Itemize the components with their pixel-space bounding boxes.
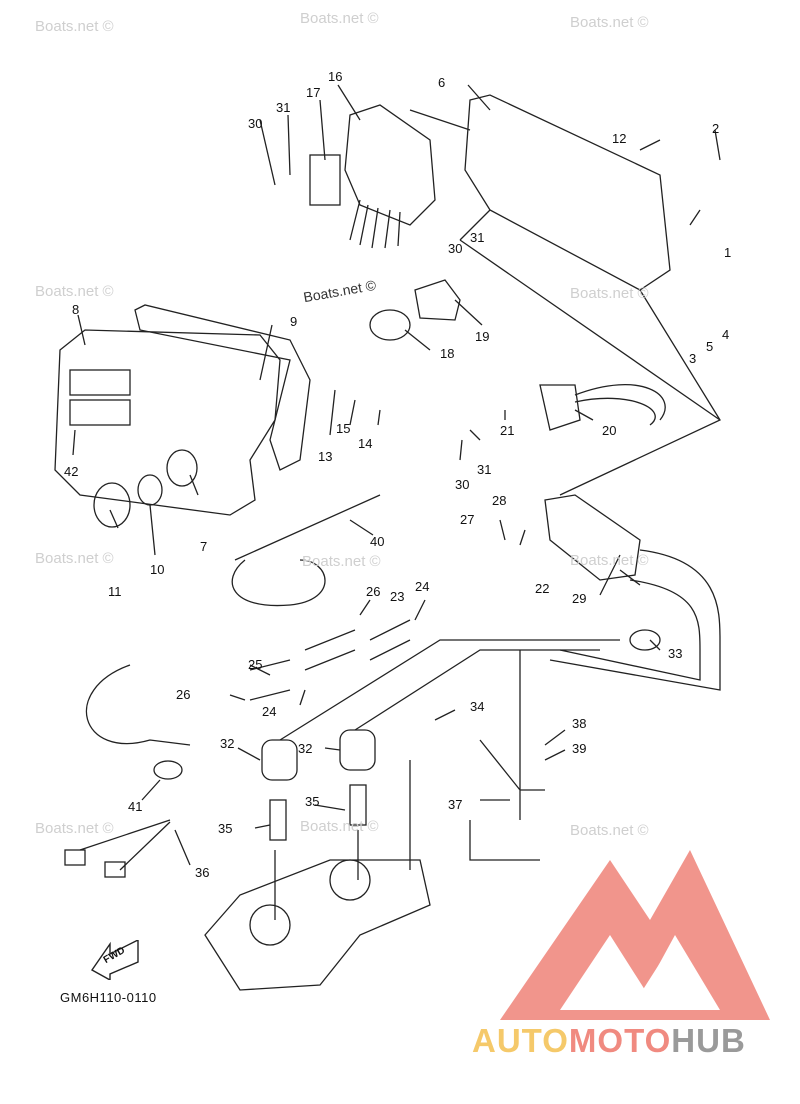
- watermark: Boats.net ©: [35, 550, 114, 567]
- callout-2: 2: [712, 121, 720, 136]
- callout-40: 40: [370, 534, 385, 549]
- callout-1: 1: [724, 245, 732, 260]
- callout-3: 3: [689, 351, 697, 366]
- cylinder-head: [204, 859, 431, 991]
- callout-24-top: 24: [415, 579, 430, 594]
- callout-14: 14: [358, 436, 373, 451]
- plug-cap-right: [339, 729, 376, 771]
- spark-plug-left: [269, 799, 287, 841]
- watermark: Boats.net ©: [570, 14, 649, 31]
- callout-21: 21: [500, 423, 515, 438]
- watermark: Boats.net ©: [570, 552, 649, 569]
- callout-7: 7: [200, 539, 208, 554]
- callout-31-mid: 31: [470, 230, 485, 245]
- callout-31-bottom: 31: [477, 462, 492, 477]
- callout-26-top: 26: [366, 584, 381, 599]
- ignition-coil: [544, 494, 641, 581]
- callout-32-left: 32: [220, 736, 235, 751]
- plug-cap-left: [261, 739, 298, 781]
- cdi-bracket: [309, 154, 341, 206]
- cap-seal: [137, 474, 163, 506]
- callout-12: 12: [612, 131, 627, 146]
- watermark: Boats.net ©: [570, 822, 649, 839]
- gasket: [134, 304, 311, 471]
- callout-42: 42: [64, 464, 79, 479]
- watermark: Boats.net ©: [570, 285, 649, 302]
- callout-31-top: 31: [276, 100, 291, 115]
- callout-23: 23: [390, 589, 405, 604]
- fwd-arrow-icon: [90, 940, 139, 980]
- callout-5: 5: [706, 339, 714, 354]
- filler-cap: [93, 482, 131, 528]
- callout-15: 15: [336, 421, 351, 436]
- throttle-sensor-rod: [479, 650, 545, 820]
- callout-6: 6: [438, 75, 446, 90]
- electrical-box: [409, 94, 721, 496]
- cover-cap-seat: [166, 449, 198, 487]
- callout-18: 18: [440, 346, 455, 361]
- brand-part-moto: MOTO: [568, 1022, 672, 1059]
- callout-4: 4: [722, 327, 730, 342]
- watermark: Boats.net ©: [300, 818, 379, 835]
- callout-30-mid: 30: [448, 241, 463, 256]
- callout-39: 39: [572, 741, 587, 756]
- watermark: Boats.net ©: [300, 10, 379, 27]
- callout-8: 8: [72, 302, 80, 317]
- callout-35-right: 35: [305, 794, 320, 809]
- connector-2: [104, 861, 126, 878]
- callout-20: 20: [602, 423, 617, 438]
- callout-34: 34: [470, 699, 485, 714]
- brand-part-hub: HUB: [671, 1022, 746, 1059]
- hose-23a: [304, 629, 356, 671]
- callout-17: 17: [306, 85, 321, 100]
- brand-wordmark: AUTOMOTOHUB: [472, 1022, 746, 1060]
- engine-cover: [54, 329, 281, 516]
- harness-loop: [85, 664, 191, 746]
- brand-part-auto: AUTO: [472, 1022, 569, 1059]
- watermark: Boats.net ©: [35, 18, 114, 35]
- callout-41: 41: [128, 799, 143, 814]
- callout-24-bottom: 24: [262, 704, 277, 719]
- watermark: Boats.net ©: [35, 820, 114, 837]
- callout-32-right: 32: [298, 741, 313, 756]
- wire-harness: [231, 494, 381, 607]
- relay: [369, 309, 411, 341]
- callout-16: 16: [328, 69, 343, 84]
- callout-19: 19: [475, 329, 490, 344]
- callout-9: 9: [290, 314, 298, 329]
- callout-37: 37: [448, 797, 463, 812]
- automotohub-logo-icon: [500, 850, 770, 1020]
- sensor-20: [539, 384, 581, 431]
- watermark: Boats.net ©: [302, 553, 381, 570]
- module-19: [414, 279, 461, 321]
- hose-23b: [369, 619, 411, 661]
- callout-27: 27: [460, 512, 475, 527]
- callout-38: 38: [572, 716, 587, 731]
- connector-1: [64, 849, 86, 866]
- callout-36: 36: [195, 865, 210, 880]
- connector-wires: [79, 819, 171, 871]
- cdi-unit: [309, 104, 436, 249]
- callout-11: 11: [108, 584, 122, 599]
- clamp-41: [153, 760, 183, 780]
- callout-26-bottom: 26: [176, 687, 191, 702]
- callout-25: 25: [248, 657, 263, 672]
- callout-33: 33: [668, 646, 683, 661]
- callout-28: 28: [492, 493, 507, 508]
- cover-label-plate-lower: [69, 399, 131, 426]
- callout-30-top: 30: [248, 116, 263, 131]
- callout-13: 13: [318, 449, 333, 464]
- callout-10: 10: [150, 562, 165, 577]
- watermark: Boats.net ©: [35, 283, 114, 300]
- clamp-33: [629, 629, 661, 651]
- spark-plug-right: [349, 784, 367, 826]
- callout-30-bottom: 30: [455, 477, 470, 492]
- callout-29: 29: [572, 591, 587, 606]
- callout-35-left: 35: [218, 821, 233, 836]
- diagram-code: GM6H110-0110: [60, 990, 157, 1005]
- callout-22: 22: [535, 581, 550, 596]
- cover-label-plate-upper: [69, 369, 131, 396]
